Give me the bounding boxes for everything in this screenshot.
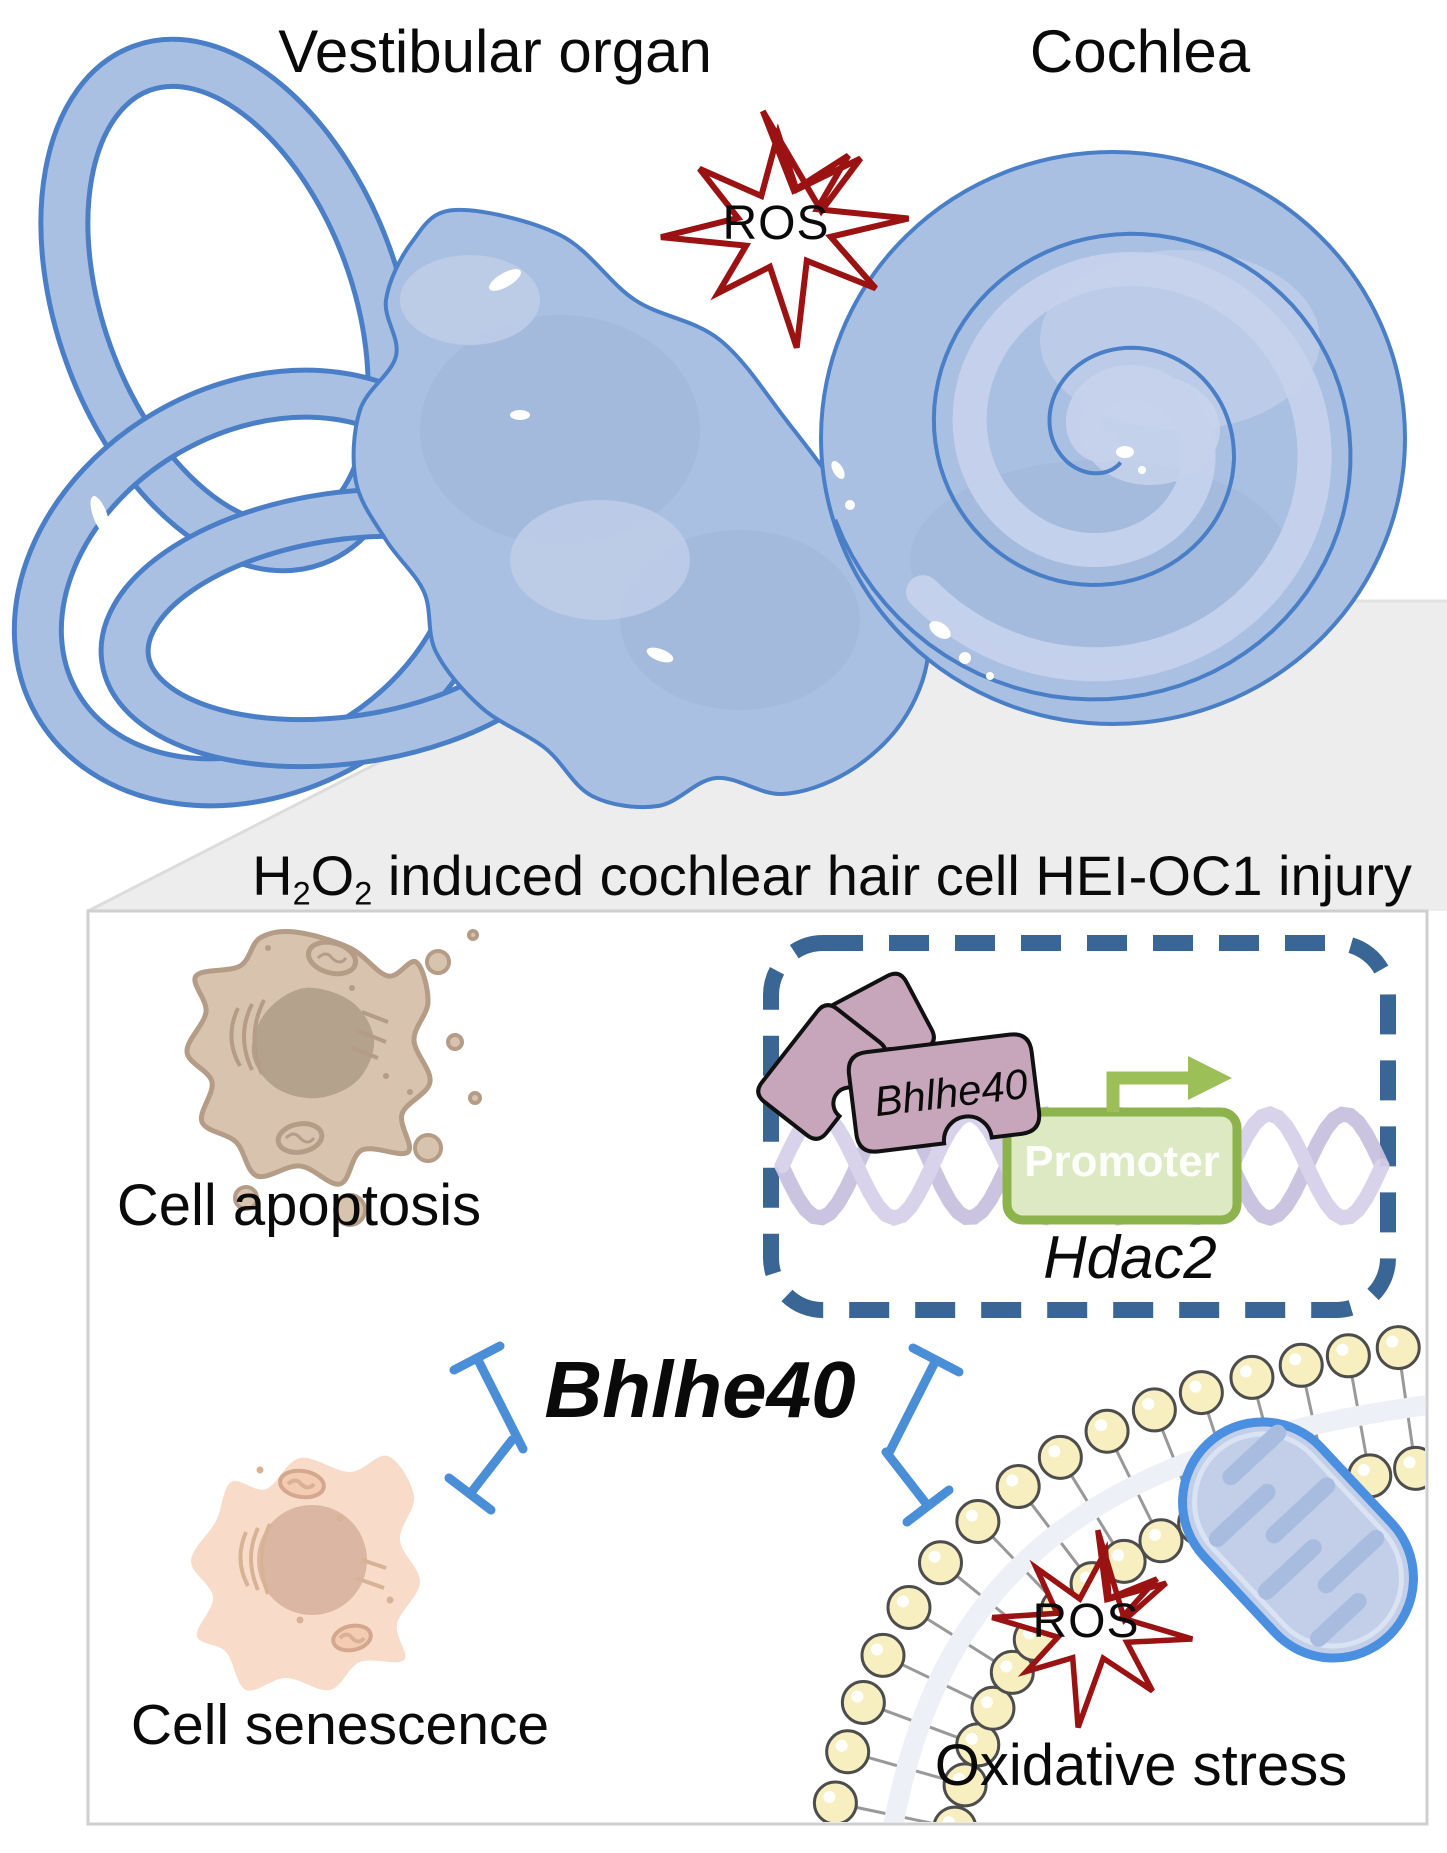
- apoptotic-cell-icon: [184, 928, 482, 1227]
- label-ros-top: ROS: [722, 197, 830, 250]
- ros-burst-icon-bottom: [991, 1529, 1194, 1729]
- section-title: H2O2 induced cochlear hair cell HEI-OC1 …: [252, 848, 1412, 910]
- label-bhlhe40-central: Bhlhe40: [544, 1345, 856, 1434]
- inhibition-arrow-hdac2: [885, 1343, 964, 1456]
- label-vestibular-organ: Vestibular organ: [278, 18, 712, 85]
- title-h: H: [252, 844, 293, 907]
- label-ros-bottom: ROS: [1032, 1595, 1140, 1648]
- inhibition-arrow-senescence: [444, 1435, 517, 1515]
- label-hdac2: Hdac2: [1043, 1224, 1217, 1291]
- title-rest: induced cochlear hair cell HEI-OC1 injur…: [372, 844, 1412, 907]
- title-sub2: 2: [354, 875, 373, 912]
- highlight-glints: [90, 128, 1146, 680]
- title-o: O: [310, 844, 355, 907]
- label-cell-senescence: Cell senescence: [130, 1693, 550, 1757]
- senescent-cell-icon: [190, 1455, 421, 1691]
- label-cell-apoptosis: Cell apoptosis: [116, 1173, 482, 1238]
- label-cochlea: Cochlea: [1029, 18, 1251, 85]
- label-promoter: Promoter: [1024, 1137, 1220, 1186]
- mitochondrion-icon: [1178, 1417, 1418, 1663]
- vestibular-organ-illustration: [11, 36, 1407, 810]
- hdac2-regulation-box: [763, 935, 1396, 1318]
- label-oxidative-stress: Oxidative stress: [934, 1733, 1348, 1798]
- cochlea-illustration: [819, 150, 1407, 726]
- transcription-factor-icon: [756, 971, 1042, 1154]
- transcription-arrow-icon: [1106, 1056, 1232, 1112]
- ros-burst-icon-top: [660, 109, 910, 349]
- title-sub1: 2: [292, 875, 311, 912]
- inhibition-arrow-apoptosis: [449, 1341, 528, 1454]
- inhibition-arrow-oxidative-stress: [881, 1447, 954, 1527]
- inhibition-arrows: [444, 1341, 964, 1527]
- promoter-box: [1002, 1107, 1242, 1225]
